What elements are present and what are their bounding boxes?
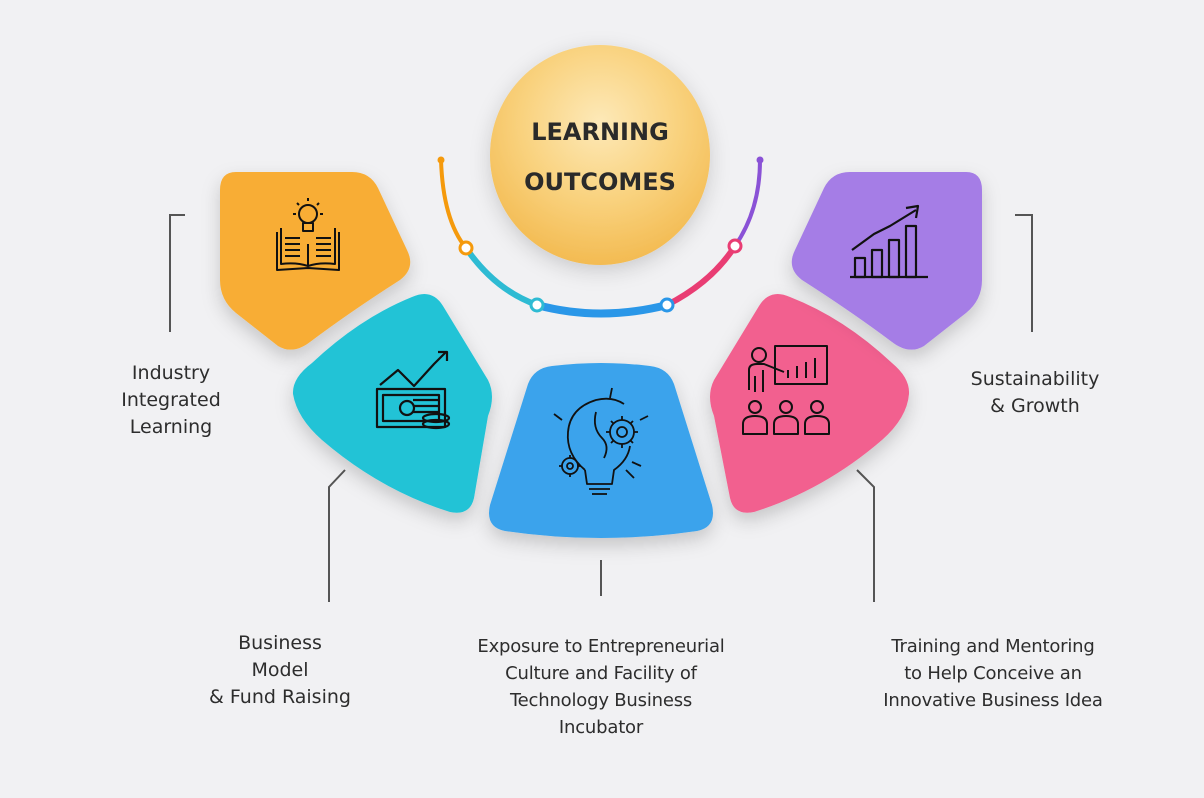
growth-chart-icon: [850, 204, 928, 279]
segment-industry: [220, 172, 411, 350]
caption-exposure: Exposure to Entrepreneurial Culture and …: [477, 636, 725, 738]
segment-business-model: [292, 294, 492, 513]
caption-industry: Industry Integrated Learning: [121, 362, 221, 438]
center-circle: [490, 45, 710, 265]
arc-node-3: [659, 297, 675, 313]
arc-end-dot-right: [756, 156, 764, 164]
caption-business-model: Business Model & Fund Raising: [209, 632, 351, 708]
arc-node-1: [458, 240, 474, 256]
arc-node-2: [529, 297, 545, 313]
connector-training: [856, 469, 875, 602]
center-title-line2: OUTCOMES: [524, 168, 676, 196]
book-lightbulb-icon: [276, 198, 340, 271]
money-growth-icon: [375, 350, 451, 430]
segment-sustainability: [791, 172, 982, 350]
arc-segment-orange: [439, 158, 468, 250]
center-arc: [437, 156, 764, 318]
arc-end-dot-left: [437, 156, 445, 164]
arc-nodes: [437, 156, 764, 313]
gear-brain-bulb-icon: [553, 387, 649, 495]
segment-exposure: [489, 363, 713, 538]
presentation-audience-icon: [742, 345, 830, 435]
center-title-line1: LEARNING: [531, 118, 669, 146]
arc-node-4: [727, 238, 743, 254]
arc-segment-cyan: [463, 245, 540, 308]
connector-lines: [169, 214, 1033, 602]
connector-sustainability: [1015, 214, 1033, 332]
arc-segment-purple: [733, 158, 762, 248]
caption-training: Training and Mentoring to Help Conceive …: [883, 636, 1103, 711]
caption-sustainability: Sustainability & Growth: [970, 368, 1100, 417]
center-badge: LEARNING OUTCOMES: [490, 45, 710, 265]
connector-business-model: [328, 469, 346, 602]
arc-segment-blue: [533, 301, 671, 318]
connector-industry: [169, 214, 185, 332]
arc-segment-pink: [664, 243, 738, 308]
